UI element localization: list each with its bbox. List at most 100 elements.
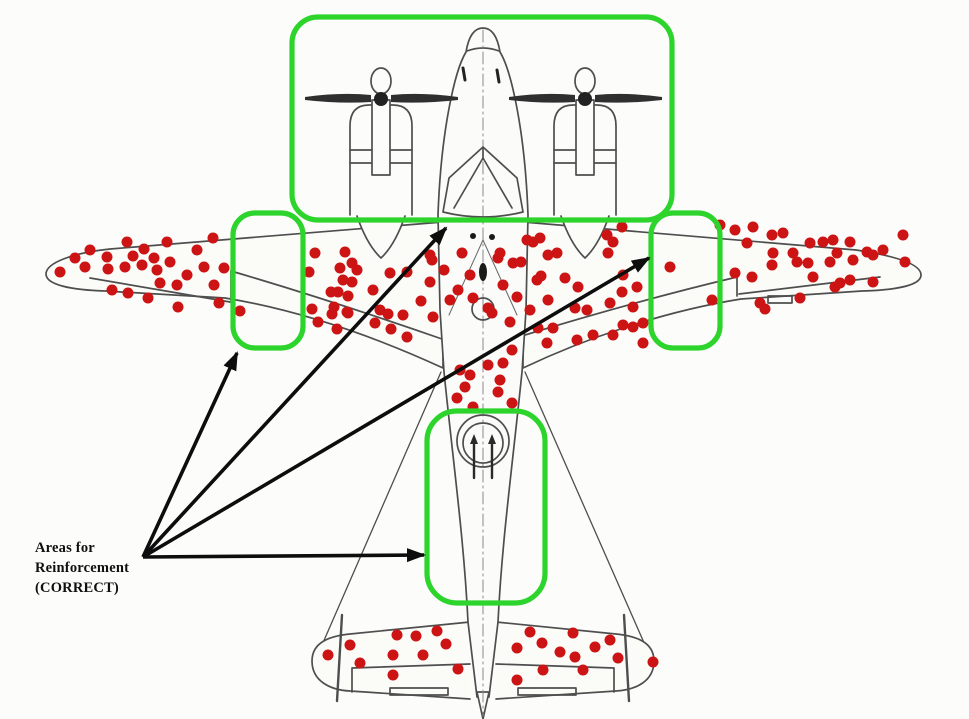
bullet-hole xyxy=(867,249,879,261)
bullet-hole xyxy=(391,629,403,641)
bullet-hole xyxy=(867,276,879,288)
bullet-hole xyxy=(607,236,619,248)
left-propeller xyxy=(305,93,458,103)
bullet-hole xyxy=(824,256,836,268)
aircraft-outline xyxy=(45,27,922,719)
bullet-hole xyxy=(542,249,554,261)
bullet-hole xyxy=(787,247,799,259)
bullet-hole xyxy=(154,277,166,289)
bullet-hole xyxy=(511,642,523,654)
annotation-arrows-layer xyxy=(141,226,651,563)
bullet-hole xyxy=(331,323,343,335)
bullet-hole xyxy=(535,270,547,282)
right-prop-hub xyxy=(578,92,592,106)
bullet-hole xyxy=(604,634,616,646)
left-elevator-hinge xyxy=(351,663,471,693)
bullet-hole xyxy=(647,656,659,668)
bullet-hole xyxy=(607,329,619,341)
bullet-hole xyxy=(322,649,334,661)
bullet-hole xyxy=(354,657,366,669)
bullet-hole xyxy=(387,669,399,681)
bullet-hole xyxy=(459,381,471,393)
bullet-hole xyxy=(767,247,779,259)
bullet-hole xyxy=(589,641,601,653)
bullet-hole xyxy=(504,316,516,328)
bullet-hole xyxy=(332,286,344,298)
bullet-hole xyxy=(524,304,536,316)
bullet-hole xyxy=(507,257,519,269)
bullet-hole xyxy=(438,264,450,276)
bullet-hole xyxy=(464,269,476,281)
reinforcement-boxes-layer xyxy=(230,14,723,606)
bullet-hole xyxy=(827,234,839,246)
right-elevator-hinge xyxy=(495,663,615,693)
bullet-hole xyxy=(567,627,579,639)
bullet-hole xyxy=(312,316,324,328)
bullet-hole xyxy=(627,321,639,333)
turret-guns xyxy=(472,438,494,480)
bullet-hole xyxy=(747,221,759,233)
bullet-hole xyxy=(494,247,506,259)
annotation-arrow-to-left-inner-wing-box xyxy=(141,351,239,558)
bullet-hole xyxy=(342,290,354,302)
bullet-hole xyxy=(444,294,456,306)
bullet-hole xyxy=(847,254,859,266)
bullet-hole xyxy=(482,359,494,371)
bullet-hole xyxy=(346,276,358,288)
cockpit-canopy xyxy=(442,146,524,218)
bullet-hole xyxy=(537,664,549,676)
bullet-hole xyxy=(817,236,829,248)
antenna-post xyxy=(470,233,476,239)
bullet-holes-layer xyxy=(54,219,911,686)
bullet-hole xyxy=(559,272,571,284)
left-engine xyxy=(305,67,458,259)
bullet-hole xyxy=(464,369,476,381)
bullet-hole xyxy=(410,630,422,642)
bullet-hole xyxy=(127,250,139,262)
bullet-hole xyxy=(506,344,518,356)
reinforcement-box-nose-and-engines xyxy=(289,14,675,223)
bullet-hole xyxy=(627,301,639,313)
bullet-hole xyxy=(534,232,546,244)
bullet-hole xyxy=(554,646,566,658)
bullet-hole xyxy=(79,261,91,273)
right-propeller xyxy=(509,93,662,103)
antenna-post xyxy=(489,234,495,240)
bullet-hole xyxy=(569,651,581,663)
dorsal-turret-inner xyxy=(462,422,504,464)
bullet-hole xyxy=(542,294,554,306)
bullet-hole xyxy=(172,301,184,313)
bullet-hole xyxy=(604,297,616,309)
left-tail-diagonal xyxy=(321,371,442,646)
bullet-hole xyxy=(844,274,856,286)
bullet-hole xyxy=(148,252,160,264)
bullet-hole xyxy=(456,247,468,259)
bullet-hole xyxy=(524,626,536,638)
bullet-hole xyxy=(877,244,889,256)
right-spinner xyxy=(574,67,596,95)
bullet-hole xyxy=(616,286,628,298)
bullet-hole xyxy=(427,311,439,323)
bullet-hole xyxy=(384,267,396,279)
bullet-hole xyxy=(198,261,210,273)
bullet-hole xyxy=(766,229,778,241)
bullet-hole xyxy=(807,271,819,283)
left-elevator-tab xyxy=(389,687,449,696)
bullet-hole xyxy=(452,663,464,675)
bullet-hole xyxy=(467,292,479,304)
bullet-hole xyxy=(415,295,427,307)
bullet-hole xyxy=(829,281,841,293)
bullet-hole xyxy=(161,236,173,248)
bullet-hole xyxy=(637,337,649,349)
left-aileron-line xyxy=(89,277,231,303)
bullet-hole xyxy=(571,334,583,346)
bullet-hole xyxy=(452,284,464,296)
bullet-hole xyxy=(339,246,351,258)
bullet-hole xyxy=(547,322,559,334)
bullet-hole xyxy=(417,649,429,661)
bullet-hole xyxy=(536,637,548,649)
bullet-hole xyxy=(337,274,349,286)
bullet-hole xyxy=(397,309,409,321)
bullet-hole xyxy=(899,256,911,268)
